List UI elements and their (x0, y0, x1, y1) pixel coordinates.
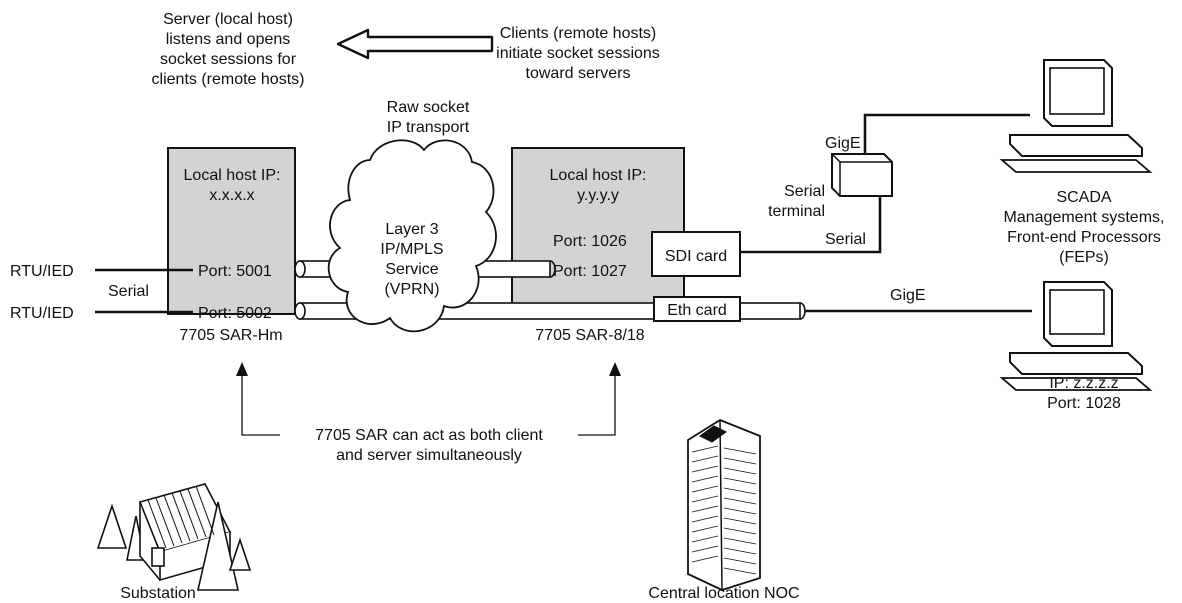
gige-mid-label: GigE (890, 287, 926, 304)
eth-card (653, 296, 741, 322)
server-note-line-2: listens and opens (166, 31, 291, 48)
serial-terminal-label-2: terminal (768, 203, 825, 220)
gige-top-label: GigE (825, 135, 861, 152)
right-port-b: Port: 1027 (553, 263, 627, 280)
right-router-ip-label: Local host IP: (550, 167, 647, 184)
server-note-line-1: Server (local host) (163, 11, 293, 28)
cloud-label-line-1: Layer 3 (385, 221, 438, 238)
clients-note: Clients (remote hosts) initiate socket s… (496, 25, 660, 82)
clients-note-line-1: Clients (remote hosts) (500, 25, 657, 42)
left-router-ip-value: x.x.x.x (209, 187, 254, 204)
direction-arrow (336, 28, 494, 60)
cloud-label-line-3: Service (385, 261, 438, 278)
clients-note-line-3: toward servers (526, 65, 631, 82)
transport-label: Raw socket IP transport (387, 99, 470, 136)
noc-label: Central location NOC (648, 585, 799, 602)
substation-roof-hatch (147, 485, 215, 549)
server-note: Server (local host) listens and opens so… (152, 11, 305, 88)
left-port-b: Port: 5002 (198, 305, 272, 322)
left-port-a: Port: 5001 (198, 263, 272, 280)
cloud-label-line-2: IP/MPLS (380, 241, 443, 258)
cloud-label: Layer 3 IP/MPLS Service (VPRN) (380, 221, 443, 298)
scada-workstation-icon (999, 59, 1153, 173)
transport-label-line-1: Raw socket (387, 99, 470, 116)
dual-role-note-line-2: and server simultaneously (336, 447, 522, 464)
server-note-line-3: socket sessions for (160, 51, 297, 68)
right-router-name: 7705 SAR-8/18 (535, 327, 645, 344)
fep-port-label: Port: 1028 (1047, 395, 1121, 412)
rtu-label-1: RTU/IED (10, 263, 74, 280)
right-port-a: Port: 1026 (553, 233, 627, 250)
substation-label: Substation (120, 585, 196, 602)
serial-link-right (740, 196, 882, 254)
server-note-line-4: clients (remote hosts) (152, 71, 305, 88)
rtu-label-2: RTU/IED (10, 305, 74, 322)
cloud-label-line-4: (VPRN) (384, 281, 439, 298)
fep-ip-label: IP: z.z.z.z (1049, 375, 1118, 392)
noc-building-icon (687, 418, 761, 591)
serial-left-label: Serial (108, 283, 149, 300)
sdi-card (651, 231, 741, 277)
ipmpls-cloud (327, 139, 497, 333)
gige-link-top (863, 113, 1030, 154)
substation-icon (96, 483, 252, 591)
left-router-ip-label: Local host IP: (184, 167, 281, 184)
serial-terminal-device (831, 153, 893, 197)
dual-role-bracket (236, 362, 621, 436)
serial-terminal-label-1: Serial (784, 183, 825, 200)
scada-label-line-1: SCADA (1056, 189, 1111, 206)
scada-label-line-4: (FEPs) (1059, 249, 1109, 266)
clients-note-line-2: initiate socket sessions (496, 45, 660, 62)
scada-label-line-3: Front-end Processors (1007, 229, 1161, 246)
left-router-name: 7705 SAR-Hm (179, 327, 282, 344)
left-router-box (167, 147, 296, 315)
transport-label-line-2: IP transport (387, 119, 470, 136)
noc-building-windows (691, 445, 757, 575)
sdi-card-label: SDI card (665, 248, 727, 265)
fep-workstation-icon (999, 281, 1153, 391)
right-router-ip-value: y.y.y.y (577, 187, 619, 204)
serial-right-label: Serial (825, 231, 866, 248)
dual-role-note-line-1: 7705 SAR can act as both client (315, 427, 543, 444)
eth-card-label: Eth card (667, 302, 727, 319)
scada-label-line-2: Management systems, (1004, 209, 1165, 226)
scada-label: SCADA Management systems, Front-end Proc… (1004, 189, 1165, 266)
